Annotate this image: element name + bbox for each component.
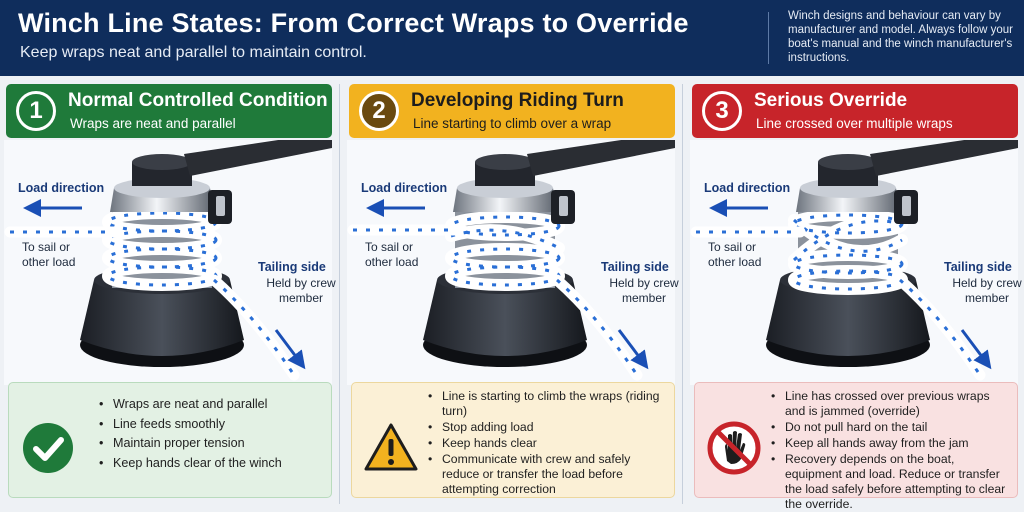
bullet-list: Line is starting to climb the wraps (rid… xyxy=(428,389,668,498)
panel-title: Developing Riding Turn xyxy=(411,90,624,111)
step-number: 3 xyxy=(702,91,742,131)
step-number: 1 xyxy=(16,91,56,131)
panel-banner: 2 Developing Riding Turn Line starting t… xyxy=(349,84,675,138)
step-number: 2 xyxy=(359,91,399,131)
list-item: Maintain proper tension xyxy=(99,436,339,452)
panel-serious: 3 Serious Override Line crossed over mul… xyxy=(686,80,1022,511)
winch-drawing xyxy=(347,140,675,381)
panel-banner: 3 Serious Override Line crossed over mul… xyxy=(692,84,1018,138)
warning-icon xyxy=(364,423,418,471)
list-item: Keep hands clear xyxy=(428,436,668,451)
panel-subtitle: Wraps are neat and parallel xyxy=(70,116,236,131)
list-item: Stop adding load xyxy=(428,420,668,435)
held-by-crew-label: Held by crew member xyxy=(609,276,679,305)
winch-illustration: Load direction To sail or other load Tai… xyxy=(690,140,1022,385)
bullet-list: Line has crossed over previous wraps and… xyxy=(771,389,1011,512)
list-item: Recovery depends on the boat, equipment … xyxy=(771,452,1011,512)
panel-normal: 1 Normal Controlled Condition Wraps are … xyxy=(0,80,336,508)
held-by-crew-label: Held by crew member xyxy=(266,276,336,305)
header-divider xyxy=(768,12,769,64)
list-item: Line is starting to climb the wraps (rid… xyxy=(428,389,668,419)
winch-illustration: Load direction To sail or other load Tai… xyxy=(4,140,336,385)
info-box: Line has crossed over previous wraps and… xyxy=(694,382,1018,511)
to-sail-label: To sail or other load xyxy=(708,240,762,269)
bullet-list: Wraps are neat and parallel Line feeds s… xyxy=(99,397,339,475)
info-box: Line is starting to climb the wraps (rid… xyxy=(351,382,675,498)
panel-subtitle: Line starting to climb over a wrap xyxy=(413,116,612,131)
list-item: Keep hands clear of the winch xyxy=(99,456,339,472)
list-item: Line feeds smoothly xyxy=(99,417,339,433)
winch-illustration: Load direction To sail or other load Tai… xyxy=(347,140,679,385)
list-item: Line has crossed over previous wraps and… xyxy=(771,389,1011,419)
to-sail-label: To sail or other load xyxy=(365,240,419,269)
list-item: Keep all hands away from the jam xyxy=(771,436,1011,451)
disclaimer-note: Winch designs and behaviour can vary by … xyxy=(788,10,1013,64)
held-by-crew-label: Held by crew member xyxy=(952,276,1022,305)
panel-title: Normal Controlled Condition xyxy=(68,90,328,111)
tailing-side-label: Tailing side xyxy=(258,260,326,274)
list-item: Do not pull hard on the tail xyxy=(771,420,1011,435)
tailing-side-label: Tailing side xyxy=(601,260,669,274)
page-subtitle: Keep wraps neat and parallel to maintain… xyxy=(20,44,367,61)
header-banner: Winch Line States: From Correct Wraps to… xyxy=(0,0,1024,76)
list-item: Wraps are neat and parallel xyxy=(99,397,339,413)
panel-developing: 2 Developing Riding Turn Line starting t… xyxy=(343,80,679,508)
no-hand-icon xyxy=(707,421,761,475)
load-direction-label: Load direction xyxy=(18,181,105,195)
winch-drawing xyxy=(4,140,332,381)
tailing-side-label: Tailing side xyxy=(944,260,1012,274)
panel-divider xyxy=(339,84,340,504)
list-item: Communicate with crew and safely reduce … xyxy=(428,452,668,497)
load-direction-label: Load direction xyxy=(704,181,791,195)
page-title: Winch Line States: From Correct Wraps to… xyxy=(18,8,689,38)
panel-banner: 1 Normal Controlled Condition Wraps are … xyxy=(6,84,332,138)
panel-title: Serious Override xyxy=(754,90,908,111)
check-icon xyxy=(23,423,73,473)
winch-drawing xyxy=(690,140,1018,381)
panel-divider xyxy=(682,84,683,504)
load-direction-label: Load direction xyxy=(361,181,448,195)
to-sail-label: To sail or other load xyxy=(22,240,76,269)
info-box: Wraps are neat and parallel Line feeds s… xyxy=(8,382,332,498)
panel-subtitle: Line crossed over multiple wraps xyxy=(756,116,953,131)
